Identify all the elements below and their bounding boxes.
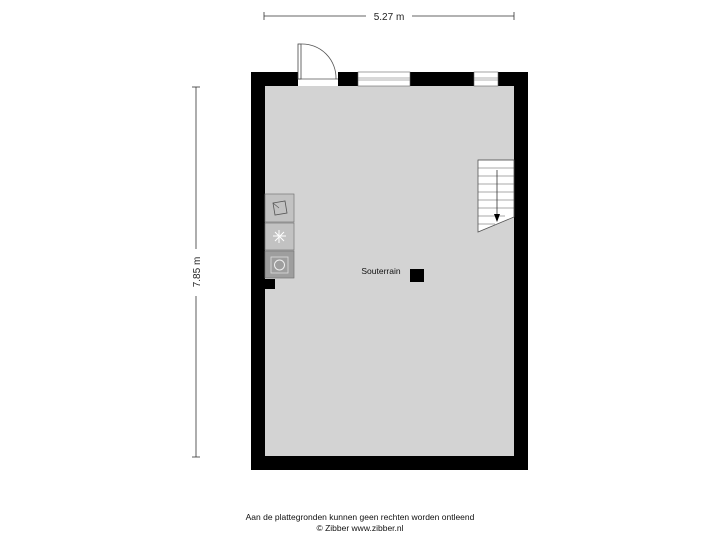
stair-arrow-icon (494, 214, 500, 222)
disclaimer-text: Aan de plattegronden kunnen geen rechten… (245, 512, 475, 522)
width-dimension: 5.27 m (263, 12, 515, 23)
washing-drum-icon (274, 259, 285, 271)
window-top-middle (357, 71, 411, 87)
wall-pillar-left (265, 279, 275, 289)
height-label: 7.85 m (192, 257, 203, 288)
door (297, 43, 338, 86)
width-label: 5.27 m (374, 12, 405, 23)
room-floor (265, 86, 514, 456)
height-dimension: 7.85 m (192, 86, 203, 458)
appliance-laundry-basket (264, 193, 295, 223)
fan-icon (273, 230, 286, 243)
room-label: Souterrain (361, 266, 400, 276)
laundry-basket-icon (272, 200, 288, 216)
appliance-dryer (264, 222, 295, 251)
window-top-right (473, 71, 499, 87)
copyright-text: © Zibber www.zibber.nl (316, 523, 404, 533)
appliance-washing-machine (264, 250, 295, 279)
central-column (410, 269, 424, 282)
staircase (477, 159, 515, 233)
